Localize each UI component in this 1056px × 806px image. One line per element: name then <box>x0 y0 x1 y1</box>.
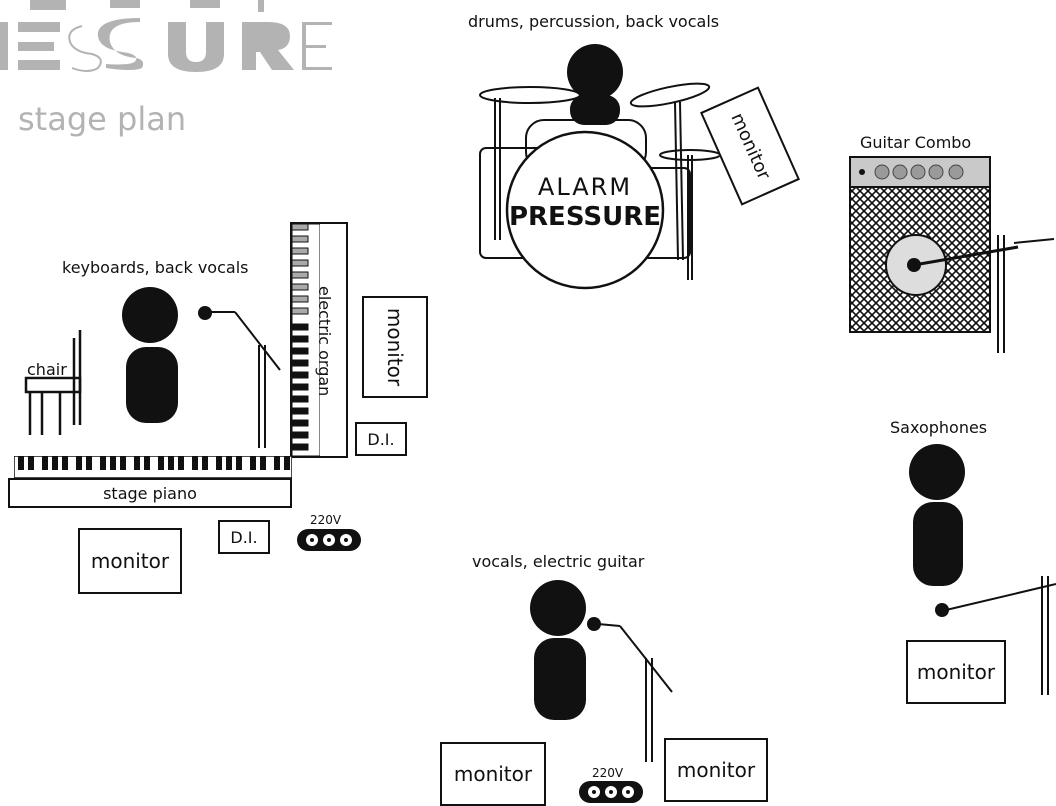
amp-mic <box>913 245 1019 267</box>
guitar-combo-amp <box>849 156 1055 353</box>
di-piano-label: D.I. <box>230 527 258 547</box>
monitor-vocals-right: monitor <box>664 738 768 802</box>
monitor-keyboards-front-label: monitor <box>90 549 170 573</box>
bass-drum <box>505 130 665 290</box>
stage-piano-keys <box>14 456 292 478</box>
monitor-drums-label: monitor <box>726 109 774 183</box>
logo-graphic <box>0 0 332 72</box>
di-organ-label: D.I. <box>367 429 395 449</box>
bass-drum-logo-bottom: PRESSURE <box>509 202 661 232</box>
power-outlet-center-icon <box>579 781 643 803</box>
monitor-vocals-left: monitor <box>440 742 546 806</box>
power-center-label: 220V <box>592 766 624 780</box>
keyboardist <box>122 287 178 423</box>
monitor-keyboards-front: monitor <box>78 528 182 594</box>
stage-piano: stage piano <box>8 478 292 508</box>
saxophones-label: Saxophones <box>890 418 988 437</box>
electric-organ: electric organ <box>290 222 348 458</box>
monitor-keyboards-side: monitor <box>362 296 428 398</box>
chair-label: chair <box>27 360 67 379</box>
stage-piano-label: stage piano <box>103 483 197 503</box>
saxophonist <box>909 444 965 586</box>
logo <box>0 0 340 140</box>
drum-kit: ALARM PRESSURE <box>479 44 721 290</box>
keyboards-label: keyboards, back vocals <box>62 258 249 277</box>
guitar-combo-label: Guitar Combo <box>860 133 972 152</box>
mic-stand-keys <box>198 306 281 448</box>
monitor-sax: monitor <box>906 640 1006 704</box>
power-left-label: 220V <box>310 513 342 527</box>
drummer-head <box>567 44 623 100</box>
mic-stand-sax <box>935 576 1056 695</box>
amp-panel <box>849 156 991 188</box>
mic-stand-vocals <box>587 617 673 762</box>
chair <box>24 330 82 435</box>
logo-letters <box>0 0 332 72</box>
monitor-sax-label: monitor <box>916 660 996 684</box>
power-outlet-left-icon <box>297 529 361 551</box>
vocals-label: vocals, electric guitar <box>472 552 645 571</box>
electric-organ-label: electric organ <box>315 286 334 397</box>
drummer-body <box>570 95 620 125</box>
monitor-vocals-right-label: monitor <box>676 758 756 782</box>
monitor-keyboards-side-label: monitor <box>383 307 408 387</box>
di-box-piano: D.I. <box>218 520 270 554</box>
di-box-organ: D.I. <box>355 422 407 456</box>
bass-drum-logo-top: ALARM <box>538 173 632 201</box>
organ-keys <box>292 224 320 456</box>
monitor-vocals-left-label: monitor <box>453 762 533 786</box>
vocalist <box>530 580 586 720</box>
cymbal-right <box>629 82 711 108</box>
drums-label: drums, percussion, back vocals <box>468 12 720 31</box>
stage-plan-subtitle: stage plan <box>18 100 187 138</box>
